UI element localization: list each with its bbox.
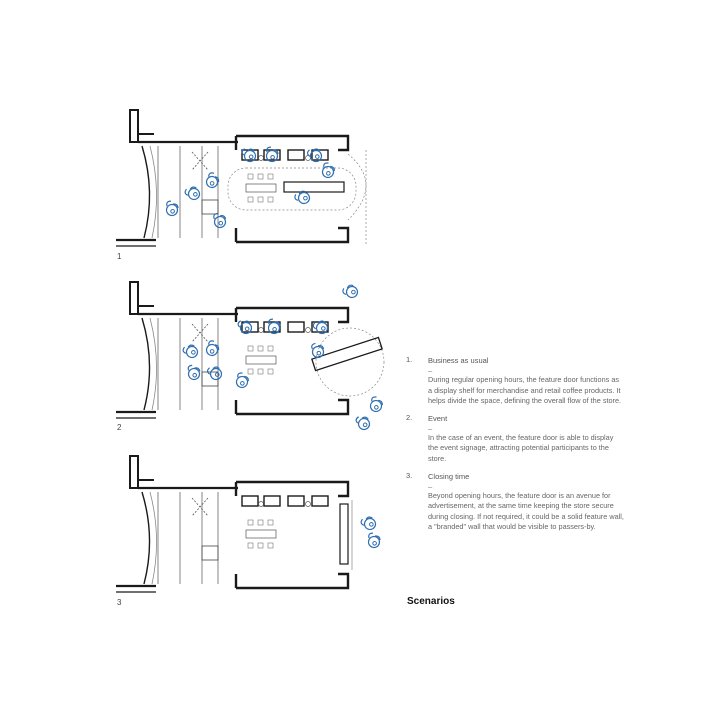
scenario-title: Closing time (428, 471, 470, 481)
plan-number-3: 3 (117, 598, 122, 607)
scenario-number: 3. (406, 470, 413, 480)
scenario-title: Event (428, 413, 448, 423)
scenario-body: In the case of an event, the feature doo… (428, 432, 614, 463)
scenario-body: During regular opening hours, the featur… (428, 375, 622, 406)
scenario-dash: – (428, 481, 433, 491)
scenario-dash: – (428, 366, 433, 375)
plan-number-2: 2 (117, 423, 122, 432)
scenario-dash: – (428, 423, 433, 433)
scenario-item-1: 1. Business as usual – During regular op… (404, 355, 624, 407)
scenarios-panel: 1. Business as usual – During regular op… (404, 355, 624, 539)
scenario-item-2: 2. Event – In the case of an event, the … (404, 413, 624, 465)
scenario-body: Beyond opening hours, the feature door i… (428, 490, 624, 532)
plan-2 (114, 280, 386, 432)
scenario-title: Business as usual (428, 356, 489, 365)
plan-3 (114, 454, 383, 594)
plan-number-1: 1 (117, 252, 122, 261)
plan-1 (114, 108, 367, 248)
scenario-number: 1. (406, 355, 413, 364)
scenarios-heading: Scenarios (407, 596, 455, 607)
scenario-item-3: 3. Closing time – Beyond opening hours, … (404, 471, 624, 533)
scenario-number: 2. (406, 412, 413, 422)
